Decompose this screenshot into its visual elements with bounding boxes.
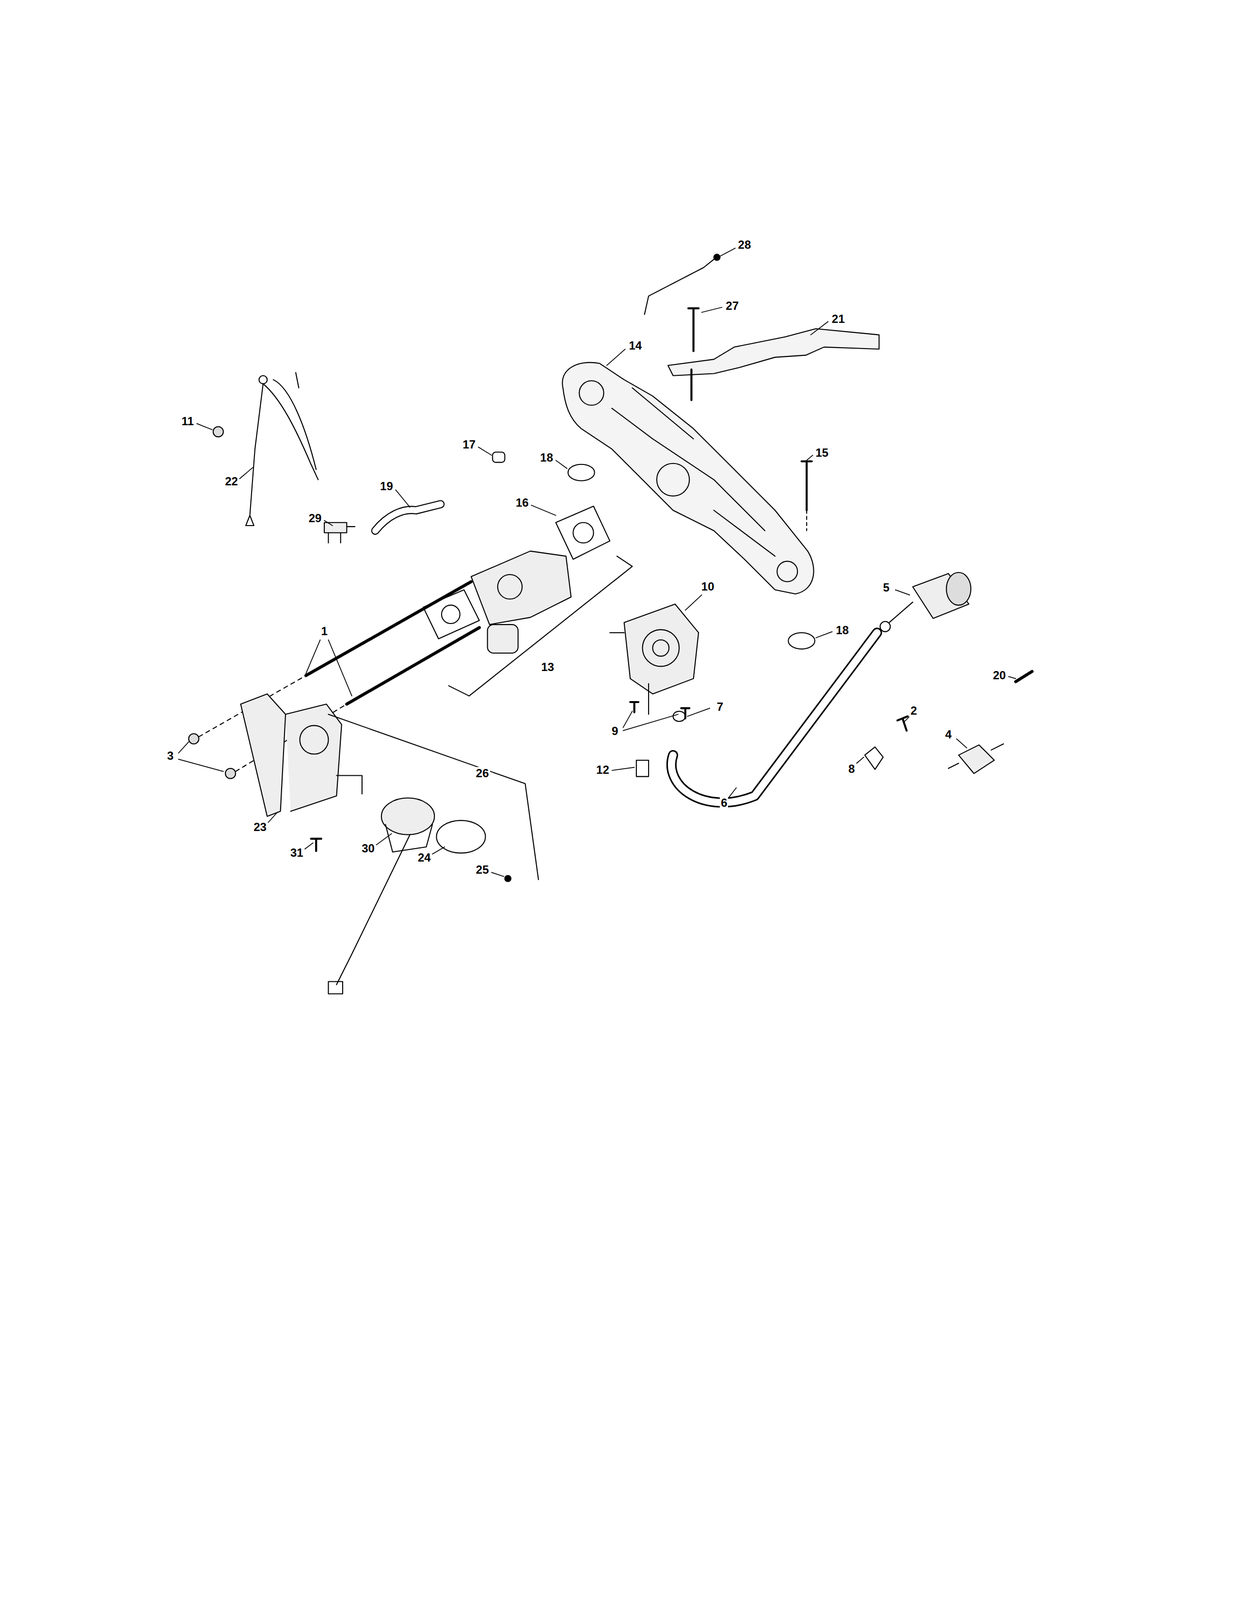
gasket-ring <box>436 820 486 853</box>
callout-number: 18 <box>538 451 555 464</box>
bracket <box>328 713 539 880</box>
callout-number: 4 <box>944 728 953 741</box>
nut <box>188 733 199 744</box>
callout-number: 3 <box>166 749 175 762</box>
callout-number: 14 <box>627 339 643 352</box>
o-ring <box>788 632 815 650</box>
wire-harness <box>245 372 318 526</box>
filter-body <box>385 824 433 852</box>
fuel-hose <box>671 632 877 803</box>
screw <box>504 875 511 882</box>
callout-number: 2 <box>909 704 918 717</box>
hose-clamp <box>880 621 891 632</box>
callout-number: 7 <box>715 700 725 714</box>
bolt <box>688 308 699 351</box>
bracket-arm <box>336 775 363 794</box>
lever-shaft <box>690 369 693 400</box>
manifold-port <box>656 463 690 496</box>
ring-terminal <box>258 375 268 384</box>
fuel-filter <box>946 572 971 605</box>
o-ring <box>568 464 595 481</box>
nut <box>225 768 236 779</box>
dash-line <box>806 509 808 531</box>
bolt <box>801 460 812 510</box>
callout-number: 27 <box>724 299 740 313</box>
solenoid-fitting <box>324 522 355 543</box>
screw <box>630 701 690 719</box>
control-lever <box>667 328 880 376</box>
callout-number: 23 <box>252 820 268 834</box>
fuel-hose-inner <box>671 632 877 803</box>
vent-hose <box>375 504 441 531</box>
callout-number: 11 <box>180 414 195 428</box>
callout-number: 26 <box>475 766 491 780</box>
callout-number: 8 <box>847 762 856 776</box>
callout-number: 29 <box>307 511 323 525</box>
screw <box>311 838 322 851</box>
carb-bore <box>497 574 523 599</box>
stud <box>305 581 480 704</box>
nut <box>213 426 224 437</box>
callout-number: 19 <box>379 479 395 493</box>
callout-number: 9 <box>610 724 619 738</box>
intake-manifold <box>562 362 814 594</box>
callout-number: 6 <box>719 796 729 809</box>
manifold-detail <box>611 387 776 556</box>
vent-hose-inner <box>375 504 441 531</box>
gasket-hole <box>572 522 594 543</box>
filter-nipple <box>889 602 913 623</box>
carb-bowl <box>487 624 519 653</box>
callout-number: 1 <box>319 624 329 638</box>
callout-number: 22 <box>223 475 239 488</box>
callout-number: 13 <box>539 660 555 674</box>
pump-diaphragm <box>642 629 680 667</box>
callout-number: 10 <box>700 580 716 593</box>
bracket-plate <box>240 693 342 816</box>
cap <box>492 452 505 463</box>
leader-lines <box>178 248 1016 877</box>
carburetor <box>471 551 571 625</box>
callout-number: 15 <box>814 446 830 460</box>
callout-number: 24 <box>416 851 432 864</box>
pin <box>1015 671 1033 682</box>
callout-number: 16 <box>514 496 530 509</box>
inline-filter <box>948 743 1004 774</box>
bracket <box>448 555 633 696</box>
callout-number: 28 <box>737 238 753 252</box>
gasket <box>555 506 611 559</box>
callout-number: 17 <box>461 438 477 451</box>
connector <box>328 981 343 994</box>
manifold-port <box>776 561 798 582</box>
callout-number: 25 <box>475 863 491 876</box>
screw <box>897 715 908 730</box>
callout-number: 12 <box>595 763 611 777</box>
callout-number: 30 <box>360 841 376 855</box>
callout-number: 20 <box>992 668 1008 682</box>
fuel-pump <box>624 603 699 694</box>
hose-clip <box>864 746 884 770</box>
sensor-wire <box>336 834 410 985</box>
gasket-hole <box>441 604 460 624</box>
fitting <box>636 760 649 777</box>
callout-number: 31 <box>289 846 305 859</box>
callout-number: 5 <box>882 581 891 594</box>
manifold-port <box>579 380 604 405</box>
pump-diaphragm <box>652 639 670 657</box>
callout-number: 21 <box>830 312 846 326</box>
filter <box>381 797 435 835</box>
choke-rod <box>644 259 714 315</box>
callout-number: 18 <box>835 623 851 637</box>
adapter-bore <box>300 725 329 754</box>
rod-end <box>713 253 721 261</box>
hose-clamp <box>673 711 686 722</box>
